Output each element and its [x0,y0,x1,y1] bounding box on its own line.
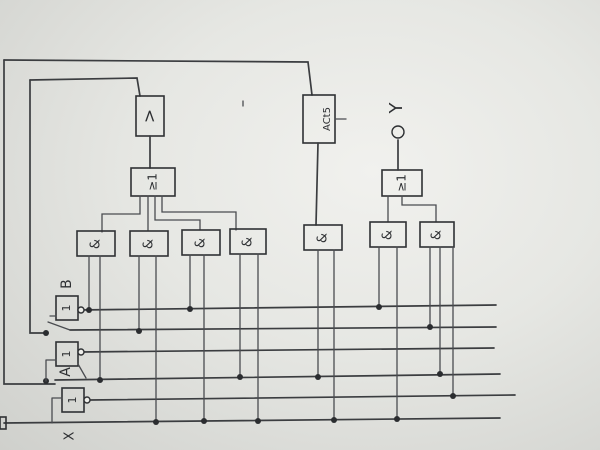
and-gate-6: & [369,221,407,248]
junction-dots [43,304,456,425]
svg-text:&: & [89,239,104,249]
bus-lines [3,304,516,424]
svg-text:&: & [194,238,209,248]
svg-text:&: & [241,237,256,247]
input-x: X [0,416,78,440]
counter-block: ACt5 [302,94,347,144]
or-gate-1-label: ≥1 [146,173,160,191]
flip-flop-b: 1 B [47,279,85,331]
top-block-symbol: > [140,109,160,123]
top-block: > [135,95,165,137]
svg-text:&: & [381,230,396,240]
flip-flop-a: 1 A [45,341,87,382]
or-gate-2-input-wires [387,195,437,223]
and-gate-3: & [181,229,221,256]
output-inverter-bubble [391,125,405,139]
flip-flop-a-label: A [58,367,74,377]
or-gate-2: ≥1 [381,169,423,197]
svg-text:1: 1 [66,397,79,404]
counter-label: ACt5 [322,107,333,131]
input-x-label: X [63,431,78,440]
and-gate-7: & [419,221,455,248]
svg-text:&: & [430,230,445,240]
flip-flop-b-label: B [59,279,75,289]
and-gate-2: & [129,230,169,257]
svg-text:1: 1 [60,305,73,312]
svg-text:&: & [142,239,157,249]
and-gate-4: & [229,228,267,255]
or-gate-1-input-wires [101,195,237,233]
counter-to-and-wire [315,142,319,226]
and-gate-5: & [303,224,343,251]
svg-text:1: 1 [60,351,73,358]
feedback-wires [3,59,313,385]
flip-flop-3: 1 [51,387,91,424]
svg-text:&: & [316,233,331,243]
and-gate-input-wires [88,246,454,423]
or-gate-2-label: ≥1 [395,174,409,192]
or-gate-1: ≥1 [130,167,176,197]
output-y-label: Y [386,102,407,115]
and-gate-1: & [76,230,116,257]
